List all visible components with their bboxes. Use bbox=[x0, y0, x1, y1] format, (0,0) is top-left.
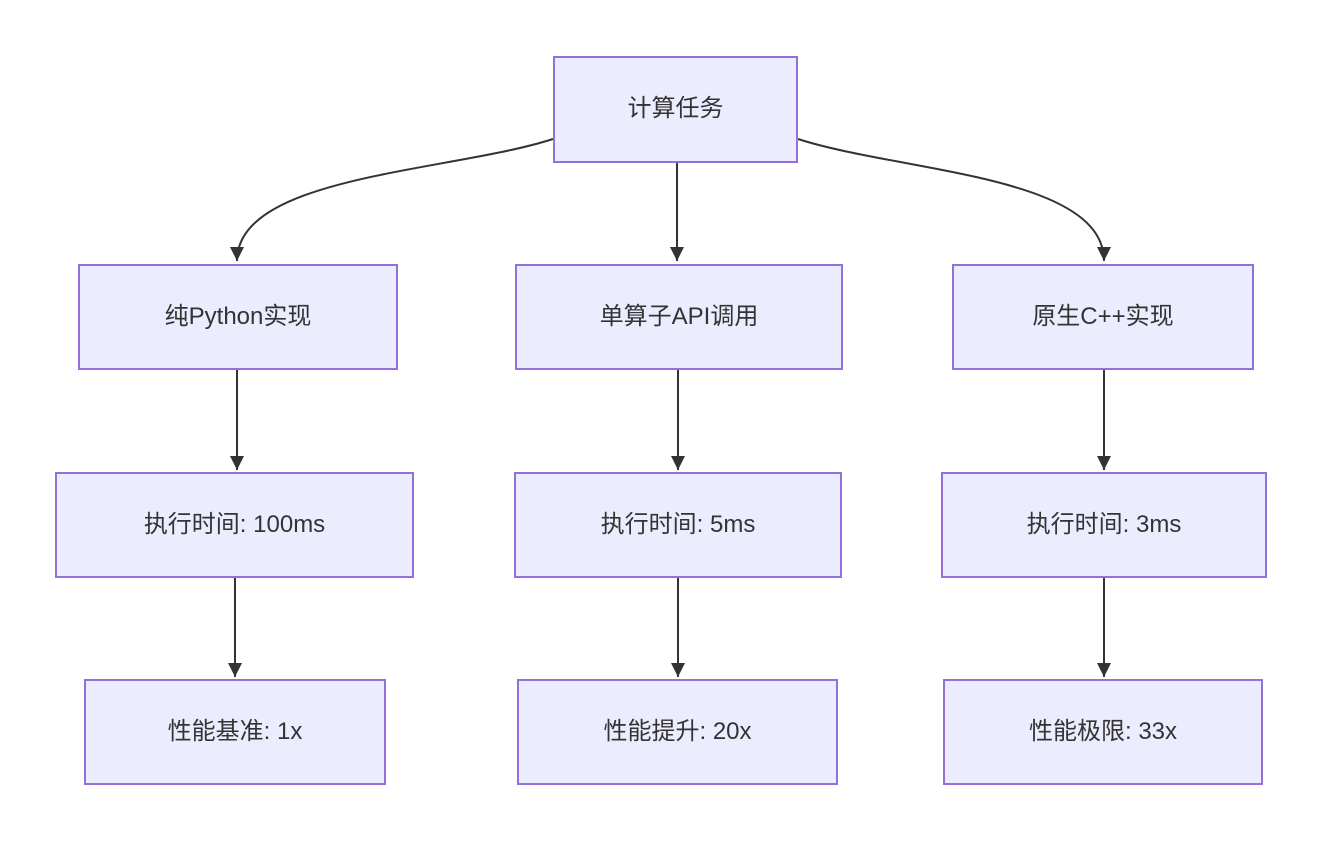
node-time-api: 执行时间: 5ms bbox=[514, 472, 842, 578]
node-perf-baseline: 性能基准: 1x bbox=[84, 679, 386, 785]
edge-task-to-native-cpp bbox=[797, 138, 1111, 262]
node-perf-boost: 性能提升: 20x bbox=[517, 679, 838, 785]
node-time-python: 执行时间: 100ms bbox=[55, 472, 414, 578]
node-api-call: 单算子API调用 bbox=[515, 264, 843, 370]
edge-task-to-pure-python bbox=[230, 138, 554, 262]
node-native-cpp: 原生C++实现 bbox=[952, 264, 1254, 370]
node-task: 计算任务 bbox=[553, 56, 798, 163]
node-pure-python: 纯Python实现 bbox=[78, 264, 398, 370]
node-time-cpp: 执行时间: 3ms bbox=[941, 472, 1267, 578]
node-perf-limit: 性能极限: 33x bbox=[943, 679, 1263, 785]
